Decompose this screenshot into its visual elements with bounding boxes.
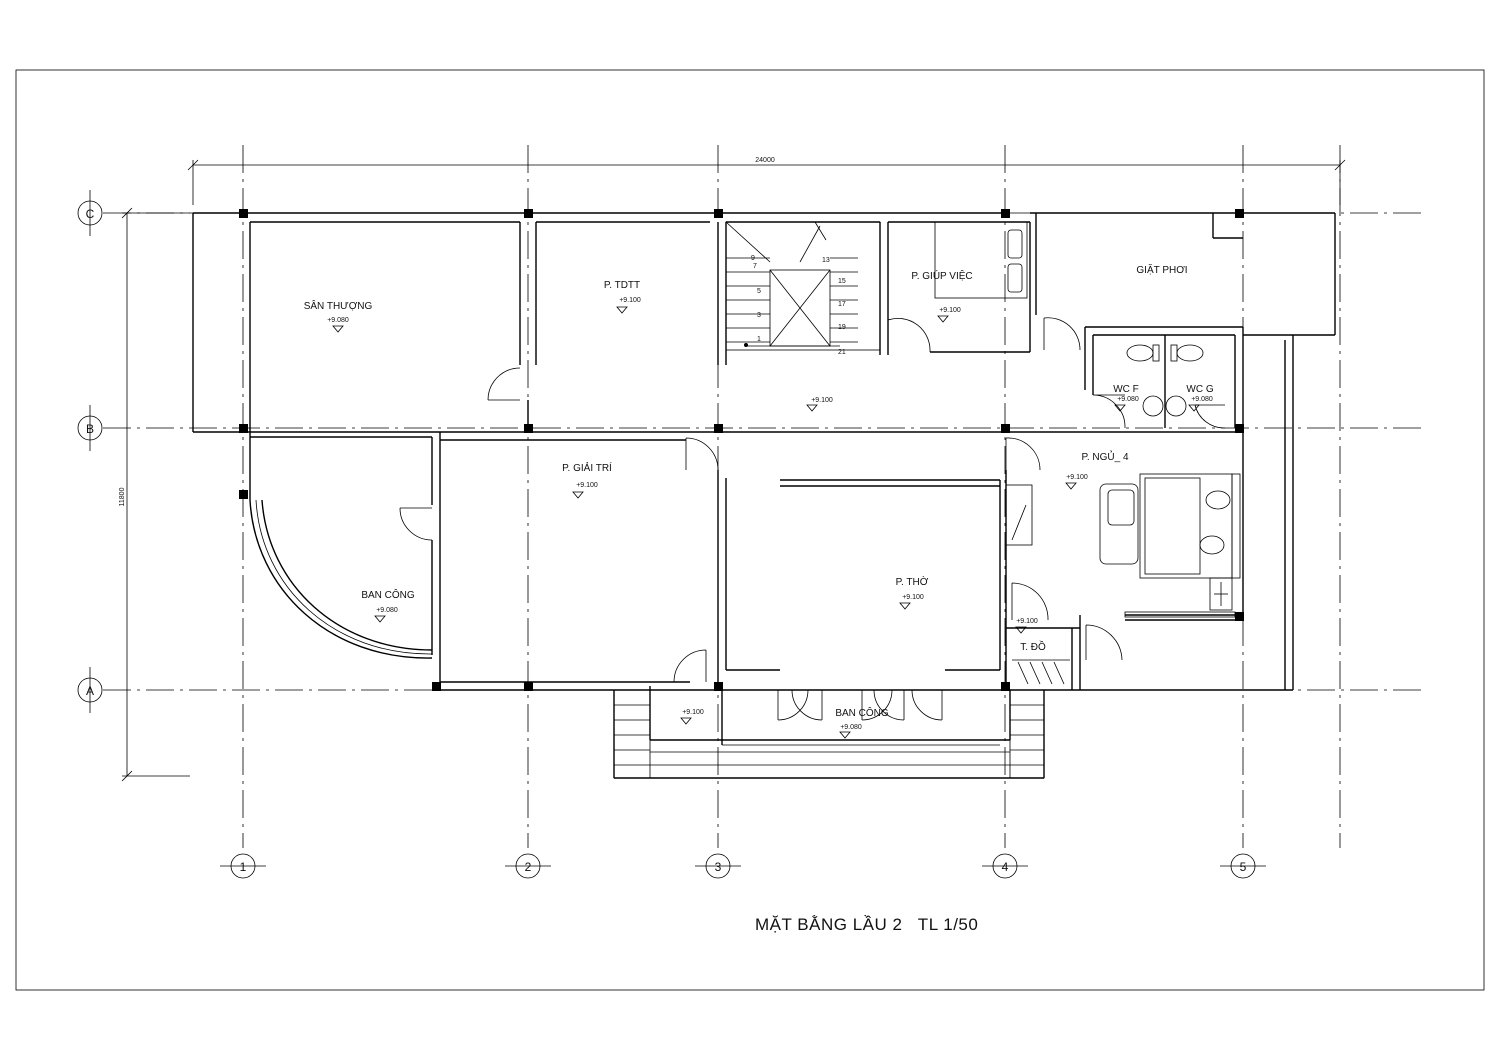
room-name: P. GIẢI TRÍ <box>562 461 612 474</box>
room-name: T. ĐỒ <box>1020 640 1046 653</box>
room-p-tho: P. THỜ +9.100 <box>896 575 929 610</box>
room-level: +9.100 <box>939 307 961 314</box>
room-labels: SÂN THƯỢNG +9.080 P. TDTT +9.100 P. GIÚP… <box>304 263 1214 739</box>
room-t-do: T. ĐỒ +9.100 <box>1015 618 1046 653</box>
grid-lines <box>103 145 1425 848</box>
room-name: BAN CÔNG <box>835 706 889 719</box>
grid-label: 3 <box>715 860 722 874</box>
grid-label: 2 <box>525 860 532 874</box>
balcony-hatching <box>613 689 1045 779</box>
room-level: +9.100 <box>682 709 704 716</box>
stair-step-label: 9 <box>751 255 755 262</box>
room-level: +9.080 <box>1191 396 1213 403</box>
dimension-horizontal: 24000 <box>187 157 1346 205</box>
room-name: SÂN THƯỢNG <box>304 299 373 312</box>
stair-step-label: 7 <box>753 263 757 270</box>
stair-step-label: 19 <box>838 324 846 331</box>
room-name: P. GIÚP VIỆC <box>911 269 972 282</box>
grid-bubble-5: 5 <box>1220 853 1266 879</box>
room-p-tdtt: P. TDTT +9.100 <box>604 280 641 314</box>
room-level: +9.100 <box>811 397 833 404</box>
drawing-title: MẶT BẰNG LẦU 2 TL 1/50 <box>755 915 978 934</box>
room-name: P. THỜ <box>896 575 929 588</box>
grid-bubble-1: 1 <box>220 853 266 879</box>
structural-columns <box>239 209 1244 691</box>
room-name: WC F <box>1113 384 1139 395</box>
room-p-giai-tri: P. GIẢI TRÍ +9.100 <box>562 461 612 499</box>
room-level: +9.100 <box>576 482 598 489</box>
doors <box>399 317 1226 721</box>
grid-bubble-B: B <box>77 405 103 451</box>
room-wc-f: WC F +9.080 <box>1113 384 1139 412</box>
grid-label: C <box>86 207 95 221</box>
walls <box>192 212 1336 779</box>
room-level: +9.100 <box>1066 474 1088 481</box>
stair: 9 7 5 3 1 13 15 17 19 21 <box>725 221 881 356</box>
grid-label: 5 <box>1240 860 1247 874</box>
room-balcony-small: +9.100 <box>680 709 704 725</box>
room-ban-cong-left: BAN CÔNG +9.080 <box>361 588 415 623</box>
furniture <box>934 221 1241 685</box>
grid-bubble-A: A <box>77 667 103 713</box>
grid-bubble-C: C <box>77 190 103 236</box>
room-level: +9.080 <box>1117 396 1139 403</box>
grid-label: B <box>86 422 94 436</box>
room-level: +9.100 <box>619 297 641 304</box>
drawing-frame <box>15 69 1485 991</box>
stair-step-label: 3 <box>757 312 761 319</box>
dimension-width-label: 24000 <box>755 157 775 164</box>
room-level: +9.080 <box>840 724 862 731</box>
room-level: +9.080 <box>327 317 349 324</box>
room-name: GIẶT PHƠI <box>1136 263 1187 276</box>
room-name: BAN CÔNG <box>361 588 415 601</box>
room-giat-phoi: GIẶT PHƠI <box>1136 263 1187 276</box>
room-p-ngu-4: P. NGỦ_ 4 +9.100 <box>1065 450 1129 490</box>
stair-step-label: 13 <box>822 257 830 264</box>
room-san-thuong: SÂN THƯỢNG +9.080 <box>304 299 373 333</box>
room-name: P. NGỦ_ 4 <box>1081 450 1128 463</box>
stair-step-label: 5 <box>757 288 761 295</box>
room-hall: +9.100 <box>806 397 833 412</box>
grid-bubble-3: 3 <box>695 853 741 879</box>
room-name: P. TDTT <box>604 280 640 291</box>
room-p-giup-viec: P. GIÚP VIỆC +9.100 <box>911 269 973 323</box>
grid-label: 1 <box>240 860 247 874</box>
dimension-depth-label: 11800 <box>119 487 126 506</box>
stair-step-label: 17 <box>838 301 846 308</box>
stair-step-label: 21 <box>838 349 846 356</box>
room-name: WC G <box>1186 384 1213 395</box>
room-level: +9.100 <box>902 594 924 601</box>
room-level: +9.100 <box>1016 618 1038 625</box>
stair-step-label: 15 <box>838 278 846 285</box>
dimension-vertical: 11800 <box>119 207 190 782</box>
grid-bubble-2: 2 <box>505 853 551 879</box>
grid-bubble-4: 4 <box>982 853 1028 879</box>
stair-step-label: 1 <box>757 336 761 343</box>
grid-label: 4 <box>1002 860 1009 874</box>
round-balcony <box>249 499 433 659</box>
room-wc-g: WC G +9.080 <box>1186 384 1214 412</box>
grid-label: A <box>86 684 94 698</box>
room-level: +9.080 <box>376 607 398 614</box>
room-ban-cong-front: BAN CÔNG +9.080 <box>835 706 889 739</box>
